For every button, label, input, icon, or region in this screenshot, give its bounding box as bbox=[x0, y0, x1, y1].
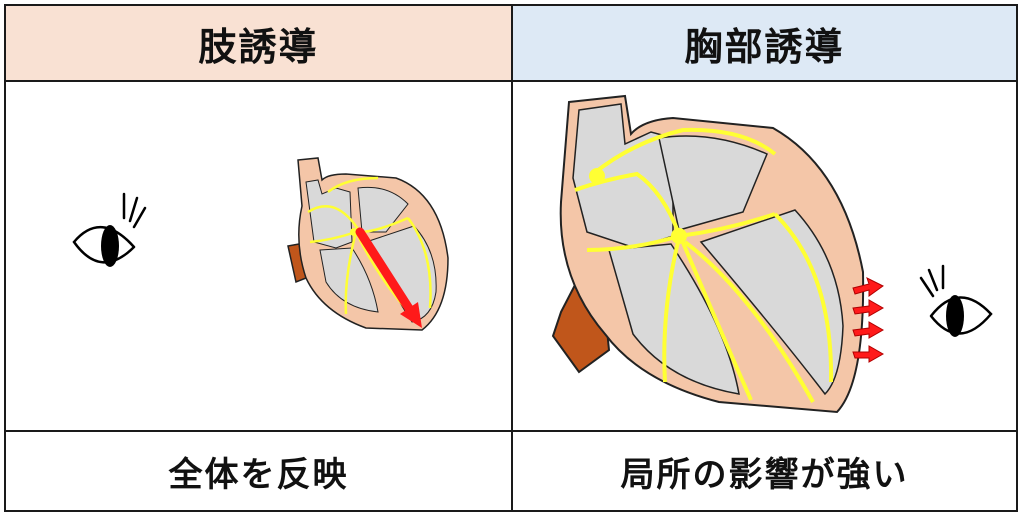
right-header: 胸部誘導 bbox=[513, 6, 1016, 82]
left-footer: 全体を反映 bbox=[6, 432, 513, 510]
right-header-title: 胸部誘導 bbox=[684, 24, 845, 69]
right-footer: 局所の影響が強い bbox=[513, 432, 1016, 510]
left-illustration-panel bbox=[6, 82, 513, 432]
chest-lead-illustration bbox=[551, 94, 993, 414]
left-header-title: 肢誘導 bbox=[198, 24, 319, 69]
left-caption: 全体を反映 bbox=[168, 454, 349, 495]
comparison-table: 肢誘導 胸部誘導 bbox=[4, 4, 1018, 512]
left-header: 肢誘導 bbox=[6, 6, 513, 82]
right-illustration-panel bbox=[513, 82, 1016, 432]
local-effect-arrows bbox=[852, 277, 885, 363]
heart-small-illustration bbox=[287, 157, 449, 331]
eye-icon bbox=[72, 192, 147, 267]
right-caption: 局所の影響が強い bbox=[620, 454, 909, 495]
heart-large-illustration bbox=[551, 94, 865, 414]
eye-icon bbox=[919, 264, 993, 337]
limb-lead-illustration bbox=[72, 157, 449, 331]
